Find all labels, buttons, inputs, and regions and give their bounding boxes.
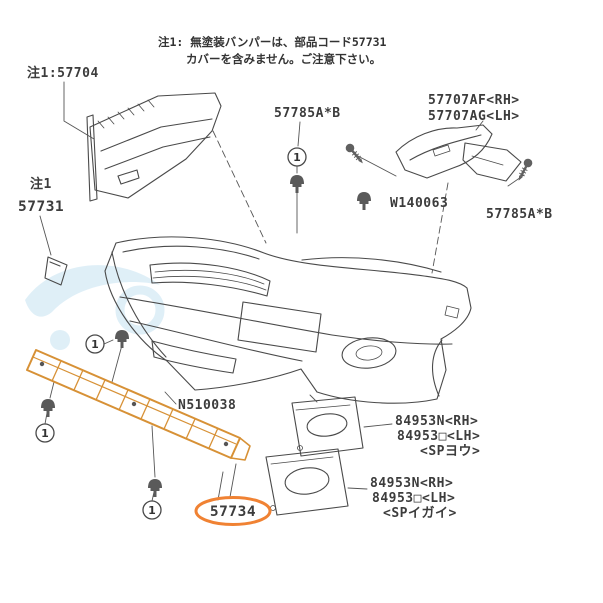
label-57707ag: 57707AG<LH> [428, 109, 520, 124]
protector-clip-points [39, 361, 229, 447]
qty-callout: 1 [35, 423, 55, 443]
push-clip-icon [115, 330, 129, 348]
label-84953-nonsp-lh: 84953□<LH> [372, 491, 455, 506]
push-clip-icon [357, 192, 371, 210]
label-84953-nonsp-note: <SPイガイ> [383, 506, 457, 521]
label-84953-sp-lh: 84953□<LH> [397, 429, 480, 444]
qty-callout: 1 [85, 334, 105, 354]
qty-callout-number: 1 [293, 151, 301, 164]
cover-57731-drawing [44, 256, 68, 286]
fog-cover-sp-drawing [291, 396, 364, 457]
label-57731-note: 注1 [30, 176, 52, 192]
bracket-57707-drawing [395, 124, 522, 182]
qty-callout-number: 1 [41, 427, 49, 440]
protector-slats [51, 360, 219, 449]
push-clip-icon [148, 479, 162, 497]
label-57731: 57731 [18, 199, 64, 215]
label-n510038: N510038 [178, 398, 236, 413]
qty-callouts: 1 1 1 1 [35, 147, 307, 520]
qty-callout-number: 1 [91, 338, 99, 351]
screw-icon [342, 140, 368, 168]
label-57734: 57734 [210, 504, 256, 520]
label-84953-sp-note: <SPヨウ> [420, 444, 480, 459]
label-w140063: W140063 [390, 196, 448, 211]
top-note-line1: 注1: 無塗装バンパーは、部品コード57731 [158, 35, 387, 49]
lower-protector-57734-drawing [26, 349, 251, 461]
qty-callout-number: 1 [148, 504, 156, 517]
qty-callout: 1 [287, 147, 307, 167]
watermark-dot [50, 330, 70, 350]
part-labels: 注1: 無塗装バンパーは、部品コード57731 カバーを含みません。ご注意下さい… [18, 35, 553, 521]
label-57707af: 57707AF<RH> [428, 93, 520, 108]
bumper-beam-drawing [86, 92, 222, 202]
fog-cover-nonsp-drawing [265, 448, 349, 516]
label-57785a-right: 57785A*B [486, 207, 553, 222]
highlight-ellipse [194, 496, 272, 526]
push-clip-icon [41, 399, 55, 417]
leader-lines [39, 81, 525, 502]
top-note-line2: カバーを含みません。ご注意下さい。 [186, 52, 381, 66]
label-84953-nonsp-rh: 84953N<RH> [370, 476, 453, 491]
watermark-swoosh [25, 265, 160, 317]
push-clip-icon [290, 175, 304, 193]
label-57704: 注1:57704 [27, 65, 99, 81]
qty-callout: 1 [142, 500, 162, 520]
label-57785a-upper: 57785A*B [274, 106, 341, 121]
bumper-cover-drawing [104, 236, 472, 404]
label-84953-sp-rh: 84953N<RH> [395, 414, 478, 429]
